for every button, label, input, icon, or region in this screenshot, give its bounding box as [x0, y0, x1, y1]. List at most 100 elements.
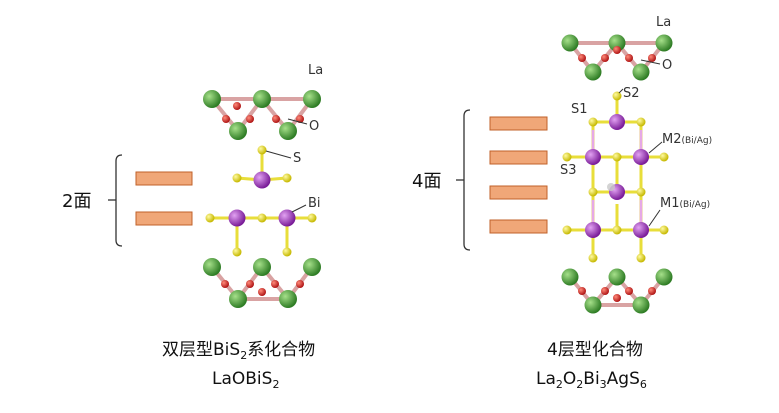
s-atom — [232, 247, 242, 257]
s-atom — [588, 253, 598, 263]
left-upper-bis-unit — [232, 145, 292, 189]
bi-atom — [278, 209, 296, 227]
m2-atom — [585, 149, 601, 165]
s2-label: S2 — [623, 86, 640, 101]
m2-label: M2(Bi/Ag) — [662, 132, 712, 147]
o-atom — [296, 115, 304, 123]
o-atom — [625, 54, 633, 62]
o-atom — [258, 288, 266, 296]
la-atom — [608, 268, 626, 286]
s-atom — [659, 152, 669, 162]
la-atom — [608, 34, 626, 52]
s-atom — [257, 213, 267, 223]
s-atom — [307, 213, 317, 223]
left-caption-line1: 双层型BiS2系化合物 — [162, 340, 315, 362]
s-atom — [612, 152, 622, 162]
s-atom — [282, 173, 292, 183]
left-plane-indicator: 2面 — [62, 154, 193, 247]
s3-label: S3 — [560, 163, 577, 178]
o-atom — [271, 280, 279, 288]
s-atom — [282, 247, 292, 257]
s-atom — [636, 187, 646, 197]
la-atom — [632, 296, 650, 314]
la-atom — [584, 296, 602, 314]
ag-atom — [607, 183, 615, 191]
o-atom — [601, 54, 609, 62]
o-atom — [272, 115, 280, 123]
la-atom — [279, 290, 297, 308]
o-atom — [648, 54, 656, 62]
right-caption-line2: La2O2Bi3AgS6 — [536, 369, 647, 391]
plane-rect — [135, 211, 193, 226]
o-atom — [222, 115, 230, 123]
la-atom — [253, 258, 271, 276]
la-atom — [279, 122, 297, 140]
right-o-label: O — [662, 58, 672, 73]
s-atom — [636, 253, 646, 263]
s-atom — [612, 91, 622, 101]
s-atom — [588, 187, 598, 197]
la-atom — [229, 122, 247, 140]
plane-rect — [489, 116, 548, 131]
right-caption-line1: 4层型化合物 — [547, 340, 643, 360]
la-atom — [561, 268, 579, 286]
o-atom — [578, 287, 586, 295]
s-atom — [636, 117, 646, 127]
left-count-label: 2面 — [62, 191, 91, 212]
right-top-lao-layer — [561, 34, 673, 81]
left-bracket — [115, 154, 123, 247]
s-atom — [205, 213, 215, 223]
m2-atom — [633, 149, 649, 165]
right-bottom-lao-layer — [561, 268, 673, 314]
la-atom — [253, 90, 271, 108]
left-s-label: S — [293, 151, 301, 166]
m1-label: M1(Bi/Ag) — [660, 196, 710, 211]
o-atom — [625, 287, 633, 295]
s-atom — [659, 225, 669, 235]
left-o-label: O — [309, 119, 319, 134]
right-structure: La O — [560, 15, 712, 314]
la-atom — [655, 268, 673, 286]
right-la-label: La — [656, 15, 671, 30]
m1-atom — [585, 222, 601, 238]
o-atom — [601, 287, 609, 295]
o-atom — [613, 294, 621, 302]
bi-atom — [228, 209, 246, 227]
left-structure: La O S — [203, 63, 323, 308]
right-plane-indicator: 4面 — [412, 109, 548, 251]
s-atom — [562, 152, 572, 162]
left-lower-bis-unit — [205, 209, 317, 257]
la-atom — [655, 34, 673, 52]
left-bottom-lao-layer — [203, 258, 321, 308]
bi-atom — [609, 114, 625, 130]
plane-rect — [135, 171, 193, 186]
plane-rect — [489, 185, 548, 200]
m1-atom — [633, 222, 649, 238]
o-atom — [246, 115, 254, 123]
s-atom — [588, 117, 598, 127]
o-atom — [233, 102, 241, 110]
left-caption-line2: LaOBiS2 — [212, 369, 279, 391]
o-atom — [296, 280, 304, 288]
o-atom — [246, 280, 254, 288]
right-count-label: 4面 — [412, 171, 441, 192]
s-atom — [562, 225, 572, 235]
la-atom — [584, 63, 602, 81]
la-atom — [229, 290, 247, 308]
la-atom — [303, 258, 321, 276]
right-bracket — [463, 109, 471, 251]
bi-atom — [253, 171, 271, 189]
plane-rect — [489, 219, 548, 234]
o-atom — [648, 287, 656, 295]
left-top-lao-layer — [203, 90, 321, 140]
o-atom — [613, 46, 621, 54]
left-bi-label: Bi — [308, 196, 321, 211]
left-la-label: La — [308, 63, 323, 78]
s1-label: S1 — [571, 102, 588, 117]
s-atom — [257, 145, 267, 155]
o-atom — [578, 54, 586, 62]
plane-rect — [489, 150, 548, 165]
o-atom — [221, 280, 229, 288]
s-atom — [612, 225, 622, 235]
